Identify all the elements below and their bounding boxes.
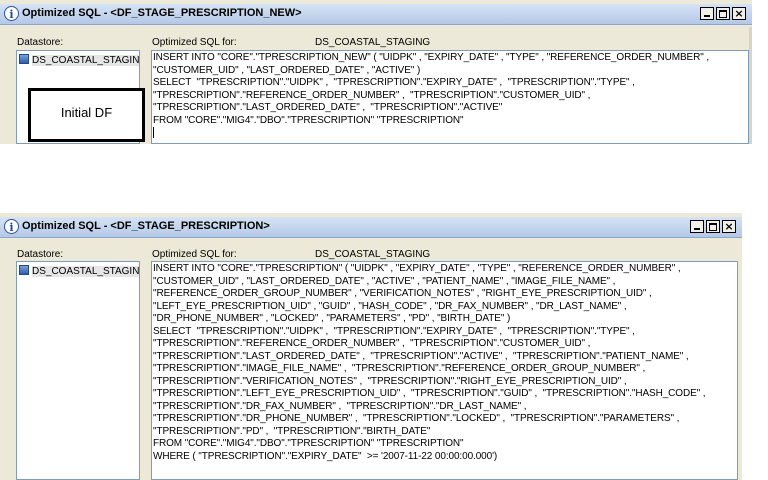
sql-line: "TPRESCRIPTION"."REFERENCE_ORDER_NUMBER"… <box>153 89 591 101</box>
minimize-button[interactable] <box>690 220 704 233</box>
sql-text: INSERT INTO "CORE"."TPRESCRIPTION" ( "UI… <box>153 263 737 463</box>
sql-line: "TPRESCRIPTION"."LAST_ORDERED_DATE" , "T… <box>153 350 689 362</box>
sql-line: SELECT "TPRESCRIPTION"."UIDPK" , "TPRESC… <box>153 325 635 337</box>
window-controls: × <box>700 7 746 20</box>
sql-line: INSERT INTO "CORE"."TPRESCRIPTION" ( "UI… <box>153 263 681 274</box>
sql-line: "TPRESCRIPTION"."LAST_ORDERED_DATE" , "T… <box>153 102 503 113</box>
initial-df-annotation: Initial DF <box>28 88 145 142</box>
maximize-button[interactable] <box>706 220 720 233</box>
datastore-icon <box>19 265 29 275</box>
sql-line: SELECT "TPRESCRIPTION"."UIDPK" , "TPRESC… <box>153 77 635 88</box>
sql-line: "CUSTOMER_UID" , "LAST_ORDERED_DATE" , "… <box>153 64 421 76</box>
annotation-label: Initial DF <box>60 105 113 120</box>
minimize-button[interactable] <box>700 7 714 20</box>
sql-line: "TPRESCRIPTION"."VERIFICATION_NOTES" , "… <box>153 375 627 387</box>
window-controls: × <box>690 220 736 233</box>
datastore-list-item[interactable]: DS_COASTAL_STAGIN <box>19 54 139 66</box>
sql-line: WHERE ( "TPRESCRIPTION"."EXPIRY_DATE" >=… <box>153 450 498 462</box>
sql-line: "TPRESCRIPTION"."IMAGE_FILE_NAME" , "TPR… <box>153 363 646 374</box>
optimized-for-value: DS_COASTAL_STAGING <box>315 249 431 260</box>
datastore-icon <box>19 54 29 64</box>
datastore-list-item[interactable]: DS_COASTAL_STAGIN <box>19 265 139 277</box>
info-icon: i <box>4 6 19 21</box>
sql-line: FROM "CORE"."MIG4"."DBO"."TPRESCRIPTION"… <box>153 438 464 449</box>
datastore-label: Datastore: <box>17 37 64 48</box>
sql-line: INSERT INTO "CORE"."TPRESCRIPTION_NEW" (… <box>153 52 710 63</box>
title-bar[interactable]: i Optimized SQL - <DF_STAGE_PRESCRIPTION… <box>0 217 742 238</box>
window-edge <box>749 27 752 144</box>
close-button[interactable]: × <box>732 7 746 20</box>
optimized-for-label: Optimized SQL for: <box>152 37 237 48</box>
sql-line: "TPRESCRIPTION"."DR_FAX_NUMBER" , "TPRES… <box>153 400 527 412</box>
text-cursor <box>153 127 748 141</box>
title-bar[interactable]: i Optimized SQL - <DF_STAGE_PRESCRIPTION… <box>0 4 752 25</box>
sql-line: "CUSTOMER_UID" , "LAST_ORDERED_DATE" , "… <box>153 275 616 287</box>
sql-line: "REFERENCE_ORDER_GROUP_NUMBER" , "VERIFI… <box>153 288 652 299</box>
optimized-sql-window-current: i Optimized SQL - <DF_STAGE_PRESCRIPTION… <box>0 213 742 480</box>
sql-text-area[interactable]: INSERT INTO "CORE"."TPRESCRIPTION_NEW" (… <box>151 50 749 144</box>
optimized-for-label: Optimized SQL for: <box>152 249 237 260</box>
datastore-label: Datastore: <box>17 249 64 260</box>
optimized-for-value: DS_COASTAL_STAGING <box>315 37 431 48</box>
sql-line: "TPRESCRIPTION"."LEFT_EYE_PRESCRIPTION_U… <box>153 388 706 399</box>
sql-text-area[interactable]: INSERT INTO "CORE"."TPRESCRIPTION" ( "UI… <box>151 261 738 480</box>
info-icon: i <box>4 219 19 234</box>
close-button[interactable]: × <box>722 220 736 233</box>
datastore-list[interactable]: DS_COASTAL_STAGIN <box>16 261 140 480</box>
window-title: Optimized SQL - <DF_STAGE_PRESCRIPTION> <box>22 220 270 232</box>
sql-line: "DR_PHONE_NUMBER" , "LOCKED" , "PARAMETE… <box>153 313 511 324</box>
sql-text: INSERT INTO "CORE"."TPRESCRIPTION_NEW" (… <box>153 52 748 141</box>
sql-line: "TPRESCRIPTION"."DR_PHONE_NUMBER" , "TPR… <box>153 413 680 424</box>
sql-line: "LEFT_EYE_PRESCRIPTION_UID" , "GUID" , "… <box>153 300 627 312</box>
sql-line: "TPRESCRIPTION"."REFERENCE_ORDER_NUMBER"… <box>153 338 591 349</box>
sql-line: FROM "CORE"."MIG4"."DBO"."TPRESCRIPTION"… <box>153 114 464 126</box>
sql-line: "TPRESCRIPTION"."PD" , "TPRESCRIPTION"."… <box>153 425 431 437</box>
maximize-button[interactable] <box>716 7 730 20</box>
window-title: Optimized SQL - <DF_STAGE_PRESCRIPTION_N… <box>22 7 302 19</box>
